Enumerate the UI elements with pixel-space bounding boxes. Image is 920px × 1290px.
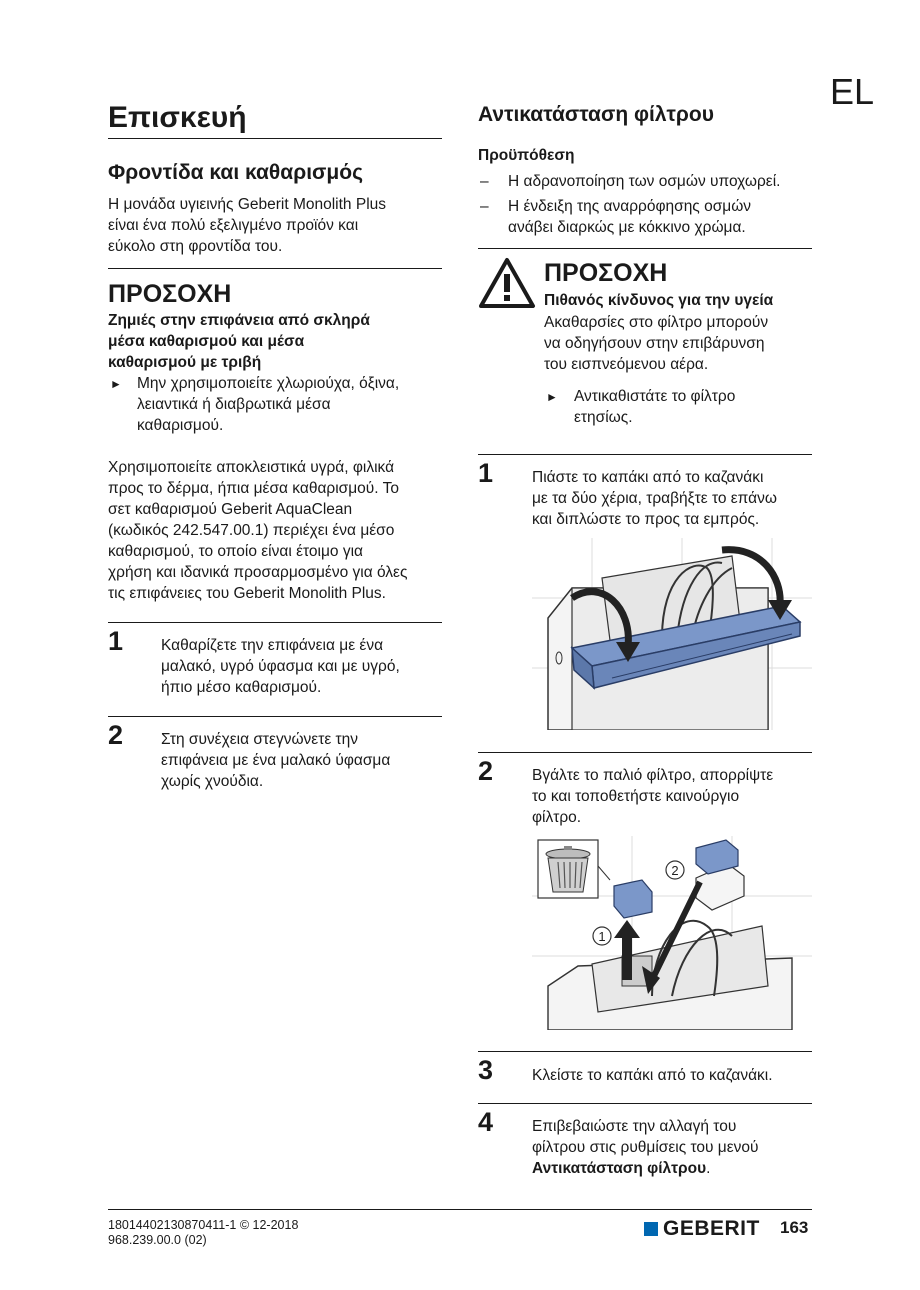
svg-text:1: 1 <box>598 929 605 944</box>
footer-divider <box>108 1209 812 1210</box>
divider <box>108 138 442 139</box>
step-divider <box>478 454 812 455</box>
step-number: 1 <box>478 458 494 488</box>
step-number: 4 <box>478 1107 494 1137</box>
trash-bin-icon <box>537 839 599 899</box>
care-text: Η μονάδα υγιεινής Geberit Monolith Plus … <box>108 196 387 255</box>
prerequisite-item: Η αδρανοποίηση των οσμών υποχωρεί. <box>508 173 781 190</box>
svg-text:2: 2 <box>671 863 678 878</box>
page-title: Επισκευή <box>108 101 247 134</box>
warning-title: ΠΡΟΣΟΧΗ <box>108 280 232 308</box>
figure-open-lid <box>532 538 812 730</box>
step-number: 1 <box>108 626 124 656</box>
step-text: Βγάλτε το παλιό φίλτρο, απορρίψτε το και… <box>532 767 774 826</box>
prerequisite-label: Προϋπόθεση <box>478 147 575 164</box>
bullet-icon: ► <box>110 377 122 391</box>
divider <box>108 268 442 269</box>
step-number: 2 <box>108 720 124 750</box>
step-divider <box>478 1103 812 1104</box>
warning-subtitle: Πιθανός κίνδυνος για την υγεία <box>544 292 774 309</box>
step-text: Κλείστε το καπάκι από το καζανάκι. <box>532 1067 773 1084</box>
page-number: 163 <box>780 1218 809 1237</box>
step-text: Πιάστε το καπάκι από το καζανάκι με τα δ… <box>532 469 777 528</box>
step-text: Καθαρίζετε την επιφάνεια με ένα μαλακό, … <box>161 637 400 696</box>
section-title: Αντικατάσταση φίλτρου <box>478 103 714 126</box>
language-code: EL <box>830 71 875 112</box>
cleaning-paragraph: Χρησιμοποιείτε αποκλειστικά υγρά, φιλικά… <box>108 459 408 602</box>
figure-replace-filter: 2 1 <box>532 836 812 1030</box>
step-text: Επιβεβαιώστε την αλλαγή του φίλτρου στις… <box>532 1118 759 1177</box>
warning-triangle-icon <box>479 258 535 308</box>
geberit-logo: GEBERIT <box>644 1217 760 1241</box>
step-divider <box>108 622 442 623</box>
step-divider <box>108 716 442 717</box>
document-codes: 18014402130870411-1 © 12-2018 968.239.00… <box>108 1218 299 1247</box>
warning-bullet-text: Αντικαθιστάτε το φίλτρο ετησίως. <box>574 388 736 426</box>
warning-bullet-text: Μην χρησιμοποιείτε χλωριούχα, όξινα, λει… <box>137 375 400 434</box>
logo-square-icon <box>644 1222 658 1236</box>
warning-subtitle: Ζημιές στην επιφάνεια από σκληρά μέσα κα… <box>108 312 370 371</box>
prerequisite-item: Η ένδειξη της αναρρόφησης οσμών ανάβει δ… <box>508 198 752 236</box>
warning-text: Ακαθαρσίες στο φίλτρο μπορούν να οδηγήσο… <box>544 314 769 373</box>
step-text: Στη συνέχεια στεγνώνετε την επιφάνεια με… <box>161 731 391 790</box>
bullet-icon: ► <box>546 390 558 404</box>
step-number: 3 <box>478 1055 494 1085</box>
care-heading: Φροντίδα και καθαρισμός <box>108 161 363 184</box>
divider <box>478 248 812 249</box>
step-divider <box>478 752 812 753</box>
step-divider <box>478 1051 812 1052</box>
step-number: 2 <box>478 756 494 786</box>
dash: – <box>480 198 489 215</box>
warning-title: ΠΡΟΣΟΧΗ <box>544 259 668 287</box>
dash: – <box>480 173 489 190</box>
menu-item-name: Αντικατάσταση φίλτρου <box>532 1160 707 1177</box>
